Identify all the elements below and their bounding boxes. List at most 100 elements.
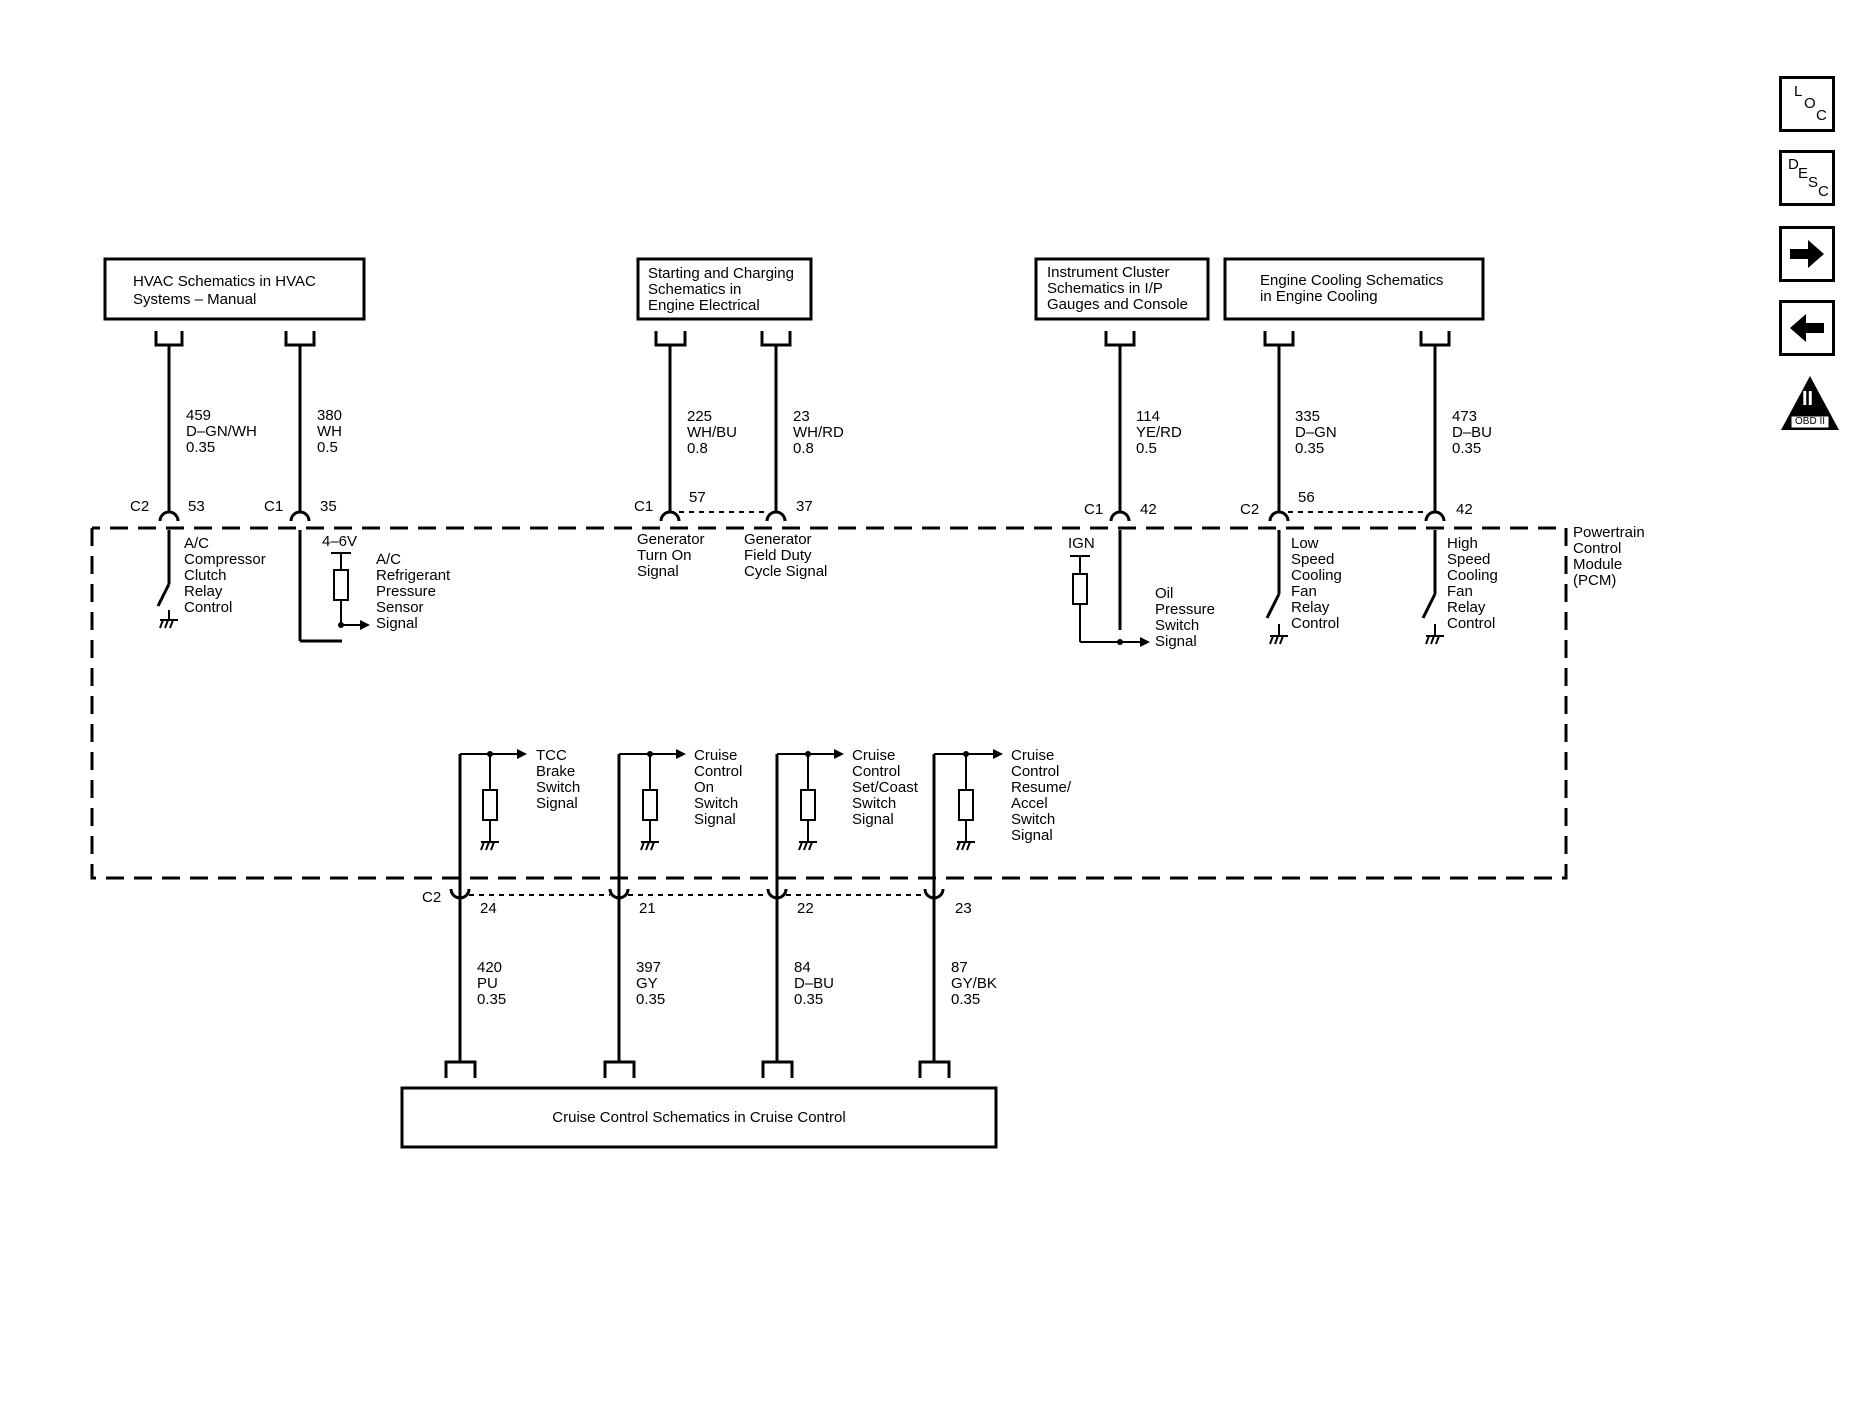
desc-letter-2: E [1798,165,1809,182]
svg-text:WH/BU: WH/BU [687,424,737,441]
svg-text:114: 114 [1136,408,1160,425]
svg-text:380: 380 [317,407,342,424]
svg-text:0.8: 0.8 [687,440,708,457]
svg-text:Generator: Generator [744,531,812,548]
wire-label-380: 380 WH 0.5 C1 35 [264,407,342,515]
svg-text:21: 21 [639,900,656,917]
svg-text:35: 35 [320,498,337,515]
obd-label: OBD II [1795,416,1826,427]
wire-label-87: 23 87 GY/BK 0.35 [951,900,997,1008]
svg-text:PU: PU [477,975,498,992]
cooling-box-line2: in Engine Cooling [1260,288,1378,305]
wire-label-459: 459 D–GN/WH 0.35 C2 53 [130,407,257,515]
desc-button[interactable]: D E S C [1779,150,1835,206]
svg-text:Signal: Signal [1155,633,1197,650]
ign-label: IGN [1068,535,1095,552]
svg-text:Oil: Oil [1155,585,1173,602]
wire-label-23: 23 WH/RD 0.8 37 [793,408,844,515]
svg-text:Cruise: Cruise [1011,747,1054,764]
oil-pressure-label: Oil Pressure Switch Signal [1155,585,1215,650]
svg-text:Set/Coast: Set/Coast [852,779,919,796]
wire-label-225: 225 WH/BU 0.8 C1 57 [634,408,737,515]
loc-button[interactable]: L O C [1779,76,1835,132]
obd-ii-button[interactable]: II OBD II [1779,374,1841,434]
svg-text:0.35: 0.35 [186,439,215,456]
starting-charging-module-box[interactable]: Starting and Charging Schematics in Engi… [636,257,813,321]
svg-text:56: 56 [1298,489,1315,506]
wire-label-397: 21 397 GY 0.35 [636,900,665,1008]
bottom-wires [458,888,936,1062]
svg-text:87: 87 [951,959,968,976]
svg-text:Speed: Speed [1291,551,1334,568]
svg-text:0.35: 0.35 [477,991,506,1008]
svg-text:42: 42 [1140,501,1157,518]
instrument-cluster-module-box[interactable]: Instrument Cluster Schematics in I/P Gau… [1034,257,1210,321]
svg-text:TCC: TCC [536,747,567,764]
svg-text:Switch: Switch [536,779,580,796]
svg-text:Relay: Relay [1447,599,1486,616]
svg-text:Switch: Switch [852,795,896,812]
svg-text:473: 473 [1452,408,1477,425]
cruise-resume-circuit [932,749,1003,888]
svg-text:Signal: Signal [637,563,679,580]
svg-text:Pressure: Pressure [376,583,436,600]
svg-text:22: 22 [797,900,814,917]
svg-text:Accel: Accel [1011,795,1048,812]
svg-text:Cruise: Cruise [852,747,895,764]
arrow-right-icon [1790,240,1824,268]
svg-text:High: High [1447,535,1478,552]
svg-text:335: 335 [1295,408,1320,425]
svg-text:C2: C2 [422,889,441,906]
ac-clutch-relay-switch [156,530,178,629]
svg-text:24: 24 [480,900,497,917]
svg-text:D–GN: D–GN [1295,424,1337,441]
svg-text:Field Duty: Field Duty [744,547,812,564]
bottom-terminals [444,1060,951,1078]
svg-text:D–GN/WH: D–GN/WH [186,423,257,440]
svg-text:0.35: 0.35 [794,991,823,1008]
generator-turn-on-label: Generator Turn On Signal [637,531,705,580]
svg-text:Brake: Brake [536,763,575,780]
sensor-voltage-label: 4–6V [322,533,357,550]
wire-label-420: C2 24 420 PU 0.35 [422,889,506,1008]
svg-text:Generator: Generator [637,531,705,548]
ac-pressure-label: A/C Refrigerant Pressure Sensor Signal [376,551,451,632]
next-page-button[interactable] [1779,226,1835,282]
wire-label-84: 22 84 D–BU 0.35 [794,900,834,1008]
svg-text:Control: Control [852,763,900,780]
svg-text:Control: Control [184,599,232,616]
previous-page-button[interactable] [1779,300,1835,356]
svg-text:397: 397 [636,959,661,976]
connector-arcs-top [158,503,1446,522]
cruise-control-module-box[interactable]: Cruise Control Schematics in Cruise Cont… [400,1086,998,1149]
high-fan-relay-switch [1421,530,1444,645]
pcm-boundary [90,526,1568,880]
svg-text:459: 459 [186,407,211,424]
svg-text:GY: GY [636,975,658,992]
cruise-on-circuit [617,749,686,888]
svg-text:Cycle Signal: Cycle Signal [744,563,827,580]
svg-text:Sensor: Sensor [376,599,424,616]
svg-text:Relay: Relay [1291,599,1330,616]
svg-text:0.5: 0.5 [317,439,338,456]
high-fan-label: High Speed Cooling Fan Relay Control [1447,535,1498,632]
pcm-label-line3: Module [1573,556,1622,573]
hvac-box-line2: Systems – Manual [133,291,256,308]
svg-text:Resume/: Resume/ [1011,779,1072,796]
svg-text:53: 53 [188,498,205,515]
pcm-label-line1: Powertrain [1573,524,1645,541]
engine-cooling-module-box[interactable]: Engine Cooling Schematics in Engine Cool… [1223,257,1485,321]
svg-text:0.35: 0.35 [636,991,665,1008]
svg-text:Signal: Signal [536,795,578,812]
cooling-box-line1: Engine Cooling Schematics [1260,272,1443,289]
loc-letter-1: L [1794,83,1803,100]
svg-text:C2: C2 [130,498,149,515]
instrument-box-line1: Instrument Cluster [1047,264,1170,281]
svg-text:0.35: 0.35 [951,991,980,1008]
svg-text:On: On [694,779,714,796]
svg-text:D–BU: D–BU [1452,424,1492,441]
hvac-module-box[interactable]: HVAC Schematics in HVAC Systems – Manual [103,257,366,321]
svg-text:Compressor: Compressor [184,551,266,568]
svg-text:0.5: 0.5 [1136,440,1157,457]
svg-text:42: 42 [1456,501,1473,518]
